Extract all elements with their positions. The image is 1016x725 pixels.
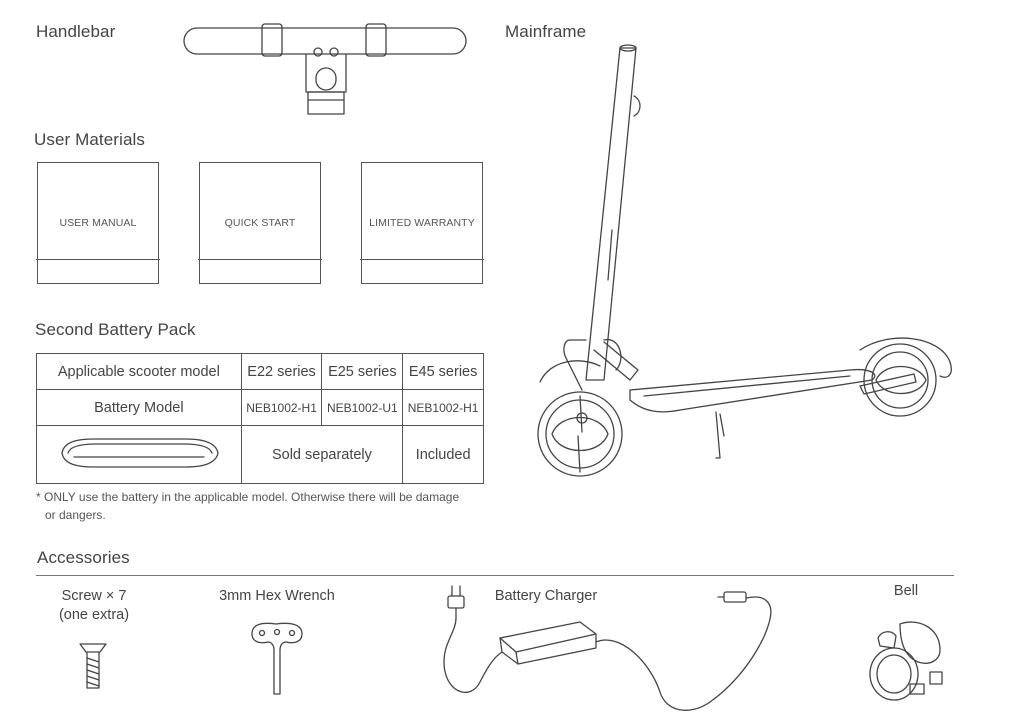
charger-label: Battery Charger	[494, 588, 598, 604]
handlebar-illustration	[183, 23, 467, 115]
accessories-divider	[36, 575, 954, 576]
limited-warranty-label: LIMITED WARRANTY	[369, 217, 475, 229]
charger-icon	[443, 585, 772, 711]
hex-wrench-label: 3mm Hex Wrench	[219, 588, 335, 604]
mainframe-title: Mainframe	[505, 22, 587, 41]
user-manual-doc: USER MANUAL	[36, 162, 160, 284]
battery-note: * ONLY use the battery in the applicable…	[36, 488, 486, 524]
table-cell: Applicable scooter model	[36, 353, 242, 390]
handlebar-title: Handlebar	[36, 22, 116, 41]
quick-start-label: QUICK START	[224, 217, 296, 229]
table-cell: E25 series	[321, 353, 404, 390]
second-battery-title: Second Battery Pack	[35, 320, 196, 339]
table-cell: NEB1002-H1	[402, 389, 484, 426]
table-cell: E22 series	[240, 353, 323, 390]
battery-pack-illustration	[61, 437, 219, 468]
bell-label: Bell	[893, 583, 919, 599]
table-row: Sold separately Included	[36, 425, 484, 484]
limited-warranty-doc: LIMITED WARRANTY	[360, 162, 484, 284]
sold-separately-cell: Sold separately	[240, 425, 404, 484]
note-line-1: * ONLY use the battery in the applicable…	[36, 490, 460, 504]
battery-table: Applicable scooter model E22 series E25 …	[36, 353, 484, 484]
table-cell: NEB1002-U1	[321, 389, 404, 426]
table-row: Applicable scooter model E22 series E25 …	[36, 353, 484, 390]
battery-image-cell	[36, 425, 242, 484]
screw-label-line-2: (one extra)	[58, 607, 130, 623]
bell-icon	[869, 621, 943, 701]
included-cell: Included	[402, 425, 484, 484]
quick-start-doc: QUICK START	[198, 162, 322, 284]
table-cell: NEB1002-H1	[240, 389, 323, 426]
note-line-2: or dangers.	[45, 508, 106, 522]
user-materials-title: User Materials	[34, 130, 145, 149]
table-cell: Battery Model	[36, 389, 242, 426]
screw-label: Screw × 7 (one extra)	[50, 587, 138, 625]
screw-label-line-1: Screw × 7	[61, 588, 127, 604]
scooter-illustration	[537, 44, 952, 477]
table-row: Battery Model NEB1002-H1 NEB1002-U1 NEB1…	[36, 389, 484, 426]
user-manual-label: USER MANUAL	[59, 217, 137, 229]
screw-icon	[79, 643, 107, 689]
hex-wrench-icon	[251, 622, 303, 695]
table-cell: E45 series	[402, 353, 484, 390]
accessories-title: Accessories	[37, 548, 130, 567]
